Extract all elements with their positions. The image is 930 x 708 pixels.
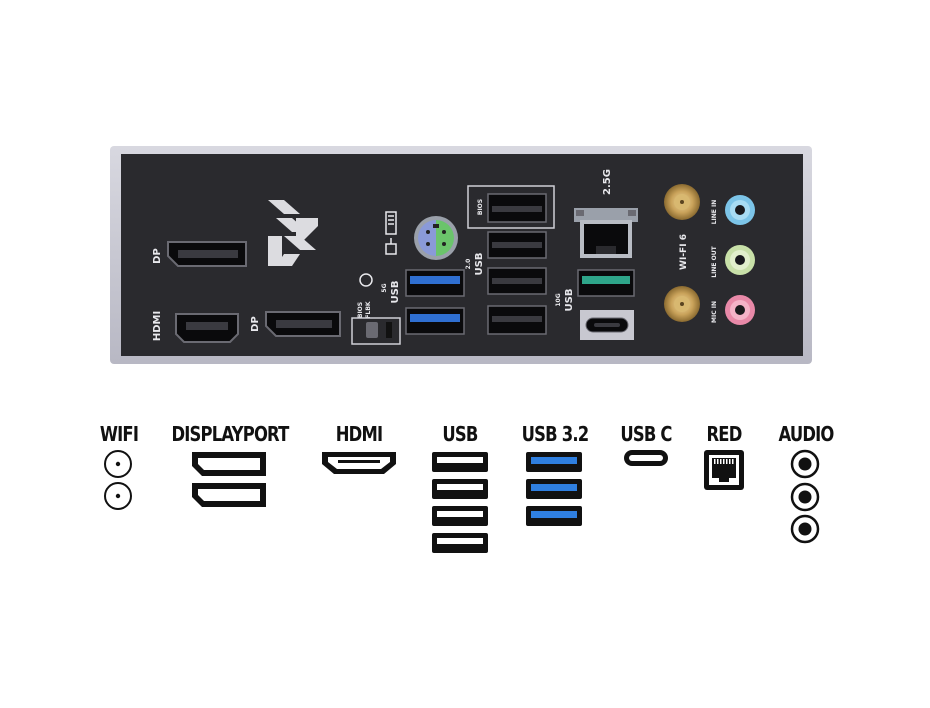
hdmi-label: HDMI (152, 311, 163, 341)
usb-20-speed-label: 2.0 (465, 259, 472, 270)
wifi-label: WI-FI 6 (679, 234, 689, 270)
usb-c-icon (624, 450, 668, 466)
usb-5g-name-label: USB (390, 281, 401, 304)
usb-5g-port-2[interactable] (405, 307, 465, 335)
legend-title-usb: USB (442, 422, 478, 446)
bios-flashback-icon (359, 273, 373, 287)
ps2-port[interactable] (414, 216, 458, 260)
legend-title-displayport: DISPLAYPORT (171, 422, 289, 446)
bios-usb-port[interactable] (487, 193, 547, 223)
legend-title-hdmi: HDMI (335, 422, 383, 446)
legend-title-audio: AUDIO (778, 422, 834, 446)
line-out-label: LINE OUT (711, 245, 718, 277)
audio-jack-icon (790, 449, 820, 544)
line-in-label: LINE IN (711, 200, 718, 225)
wifi-antenna-connector-2[interactable] (664, 286, 700, 322)
usb-c-port[interactable] (580, 310, 634, 340)
wifi-antenna-connector-1[interactable] (664, 184, 700, 220)
usb-20-port-2[interactable] (487, 267, 547, 295)
bios-flbk-label-1: BIOS (357, 302, 364, 318)
bios-flbk-label-2: FLBK (365, 301, 372, 318)
usb-3-2-icon (526, 452, 582, 526)
lan-speed-label: 2.5G (602, 169, 613, 195)
io-shield-panel: DP HDMI DP BIOS FLBK 5G (110, 146, 812, 364)
usb-10g-speed-label: 10G (555, 293, 562, 306)
usb-20-port-3[interactable] (487, 305, 547, 335)
usb-20-name-label: USB (474, 253, 485, 276)
dp-label-2: DP (250, 316, 261, 332)
line-in-jack[interactable] (725, 195, 755, 225)
dp-label-1: DP (152, 248, 163, 264)
usb-20-port-1[interactable] (487, 231, 547, 259)
ethernet-port[interactable] (574, 208, 638, 258)
ethernet-icon (704, 450, 744, 490)
mic-in-jack[interactable] (725, 295, 755, 325)
bios-flashback-button[interactable] (351, 317, 401, 345)
bios-port-label: BIOS (477, 199, 484, 215)
usb-a-icon (432, 452, 488, 553)
line-out-jack[interactable] (725, 245, 755, 275)
usb-5g-speed-label: 5G (381, 283, 388, 292)
legend-title-wifi: WIFI (99, 422, 139, 446)
displayport-port-1[interactable] (167, 241, 247, 267)
bios-port-frame (467, 185, 555, 229)
mic-in-label: MIC IN (711, 301, 718, 323)
usb-5g-port-1[interactable] (405, 269, 465, 297)
hdmi-port[interactable] (175, 313, 239, 343)
keyboard-mouse-icon (385, 211, 397, 255)
usb-10g-port[interactable] (577, 269, 635, 297)
tuf-logo-icon (268, 200, 318, 266)
displayport-port-2[interactable] (265, 311, 341, 337)
legend-title-usbc: USB C (620, 422, 672, 446)
hdmi-icon (322, 452, 396, 474)
usb-10g-name-label: USB (564, 289, 575, 312)
legend-title-red: RED (706, 422, 742, 446)
legend-title-usb32: USB 3.2 (521, 422, 589, 446)
displayport-icon (192, 452, 266, 507)
wifi-antenna-icon (104, 450, 132, 510)
